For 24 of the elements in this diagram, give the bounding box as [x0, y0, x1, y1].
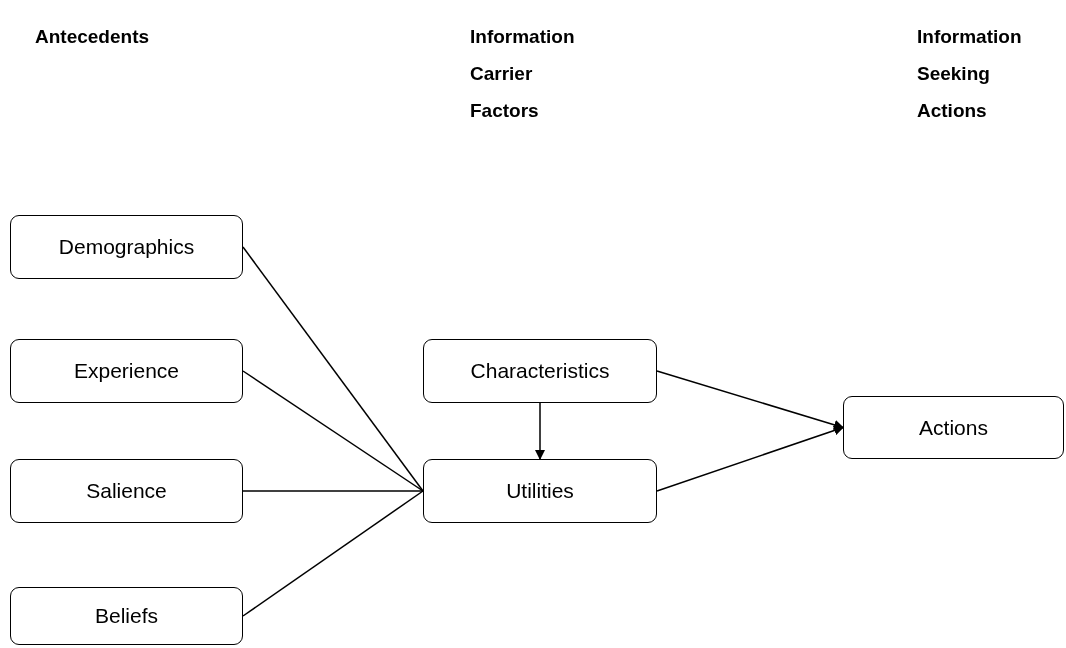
column-heading: Information Carrier Factors	[470, 25, 575, 123]
box-label: Characteristics	[470, 359, 610, 383]
process-box	[10, 215, 243, 279]
box-label: Salience	[86, 479, 167, 503]
process-box	[10, 459, 243, 523]
arrow	[656, 425, 844, 492]
process-box	[10, 339, 243, 403]
connector-line	[242, 246, 424, 492]
column-heading: Information Seeking Actions	[917, 25, 1022, 123]
connector-line	[242, 490, 424, 492]
process-box	[423, 459, 657, 523]
connector-line	[242, 370, 424, 492]
process-box	[10, 587, 243, 645]
process-box	[843, 396, 1064, 459]
box-label: Actions	[919, 415, 988, 440]
arrow	[656, 370, 844, 430]
process-box	[423, 339, 657, 403]
column-heading: Antecedents	[35, 25, 150, 49]
arrow	[535, 402, 545, 460]
box-label: Beliefs	[95, 604, 158, 628]
box-label: Experience	[73, 359, 180, 383]
box-label: Utilities	[506, 479, 574, 503]
connector-line	[242, 490, 424, 617]
box-label: Demographics	[58, 235, 195, 259]
